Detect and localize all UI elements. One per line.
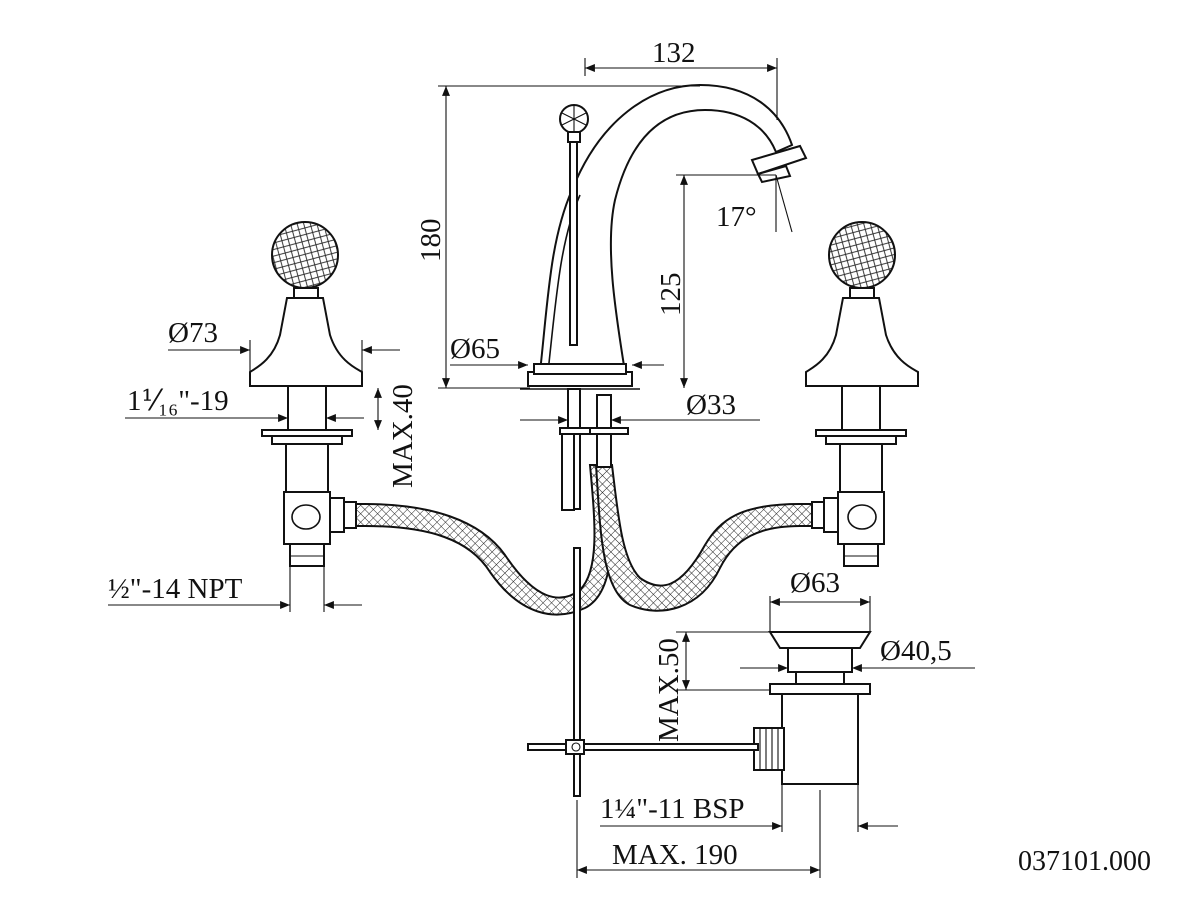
dim-total-height: 180 [415,219,447,263]
left-valve [249,221,363,567]
dim-handle-thread: 1⅟₁₆"-19 [127,385,229,417]
right-valve [805,221,919,567]
dim-handle-diameter: Ø73 [168,317,218,349]
drawing-code: 037101.000 [1018,846,1151,877]
dim-max-spread: MAX. 190 [612,839,738,871]
dim-drain-thread: 1¼"-11 BSP [600,793,745,825]
dim-spout-base-diameter: Ø65 [450,333,500,365]
dim-drain-flange: Ø63 [790,567,840,599]
dim-drain-hole: Ø40,5 [880,635,952,667]
spout-shank [559,388,629,511]
right-hose [594,464,813,612]
dim-spout-shank: Ø33 [686,389,736,421]
lift-rod [559,104,589,346]
dimension-lines [108,58,975,878]
drain-rod-vertical [573,547,581,797]
dim-drain-max: MAX.50 [653,638,685,742]
dim-max-deck: MAX.40 [387,384,419,488]
dim-spout-angle: 17° [716,201,757,233]
pop-up-drain [753,631,872,785]
dim-inlet-thread: ½"-14 NPT [108,573,243,605]
dim-spout-height: 125 [655,273,687,317]
dim-spout-reach: 132 [652,37,696,69]
drain-pull-rod [527,739,759,755]
spout [520,83,808,390]
